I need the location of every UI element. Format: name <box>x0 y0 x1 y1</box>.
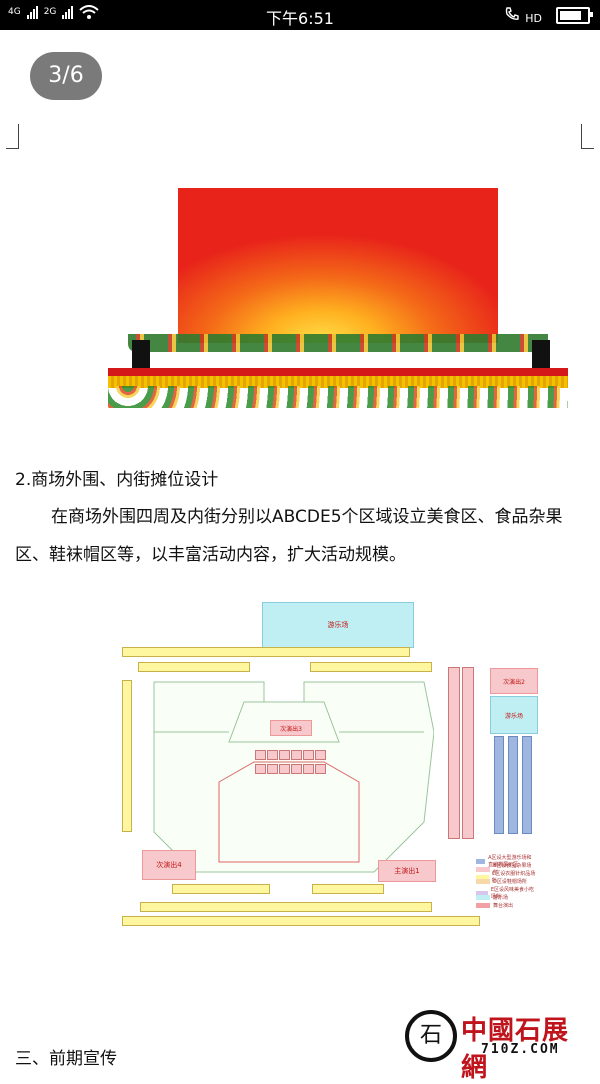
section-heading: 2.商场外围、内街摊位设计 <box>15 470 219 490</box>
stall <box>255 764 266 774</box>
network-type-2: 2G <box>43 7 57 17</box>
secondary-stage-4: 次演出4 <box>142 850 196 880</box>
booth-floor-plan: 游乐场 次演出3 次演出4 主演出1 次演出2 游乐场 A区设大型游乐场和直销棚… <box>120 602 550 932</box>
status-bar: 4G 2G 下午6:51 HD <box>0 0 600 30</box>
wifi-icon <box>79 5 100 19</box>
stall <box>267 764 278 774</box>
signal-icon-2 <box>62 5 74 19</box>
stage-flower-row <box>128 334 548 352</box>
next-section-heading: 三、前期宣传 <box>15 1049 117 1069</box>
body-paragraph: 在商场外围四周及内街分别以ABCDE5个区域设立美食区、食品杂果区、鞋袜帽区等，… <box>15 507 563 565</box>
legend-item: B区设食品杂果场所 <box>476 862 536 876</box>
stall <box>315 764 326 774</box>
legend-item: A区设大型游乐场和直销棚展示区 <box>476 854 536 868</box>
booth-column-a1 <box>494 736 504 834</box>
network-type-1: 4G <box>8 7 21 17</box>
stall <box>291 750 302 760</box>
crop-mark-right <box>581 124 594 149</box>
booth-row-lower-left <box>172 884 270 894</box>
booth-row-top-right <box>310 662 432 672</box>
stall <box>267 750 278 760</box>
legend-item: 游乐场 <box>476 894 536 901</box>
stall <box>315 750 326 760</box>
stall <box>255 750 266 760</box>
booth-column-a2 <box>508 736 518 834</box>
battery-icon <box>556 7 593 24</box>
amusement-area-right: 游乐场 <box>490 696 538 734</box>
hd-label: HD <box>525 12 542 25</box>
status-icons: HD <box>504 6 593 25</box>
booth-column-b <box>448 667 460 839</box>
stage-garland <box>108 386 568 408</box>
stall <box>303 750 314 760</box>
booth-column-b2 <box>462 667 474 839</box>
legend-item: D区设鞋帽场所 <box>476 878 536 885</box>
stall <box>291 764 302 774</box>
crop-mark-left <box>6 124 19 149</box>
amusement-area-top: 游乐场 <box>262 602 414 648</box>
stall <box>279 750 290 760</box>
logo-mark-icon: 石 <box>405 1010 457 1062</box>
stage-image <box>108 188 568 413</box>
clock: 下午6:51 <box>266 9 334 28</box>
booth-row-top <box>122 647 410 657</box>
booth-column-left <box>122 680 132 832</box>
booth-column-a3 <box>522 736 532 834</box>
mall-outline <box>153 681 434 873</box>
stage-fringe <box>108 376 568 388</box>
secondary-stage-2: 次演出2 <box>490 668 538 694</box>
logo-url: 710Z.COM <box>481 1042 560 1057</box>
stall <box>303 764 314 774</box>
booth-row-top-left <box>138 662 250 672</box>
booth-row-lower-right <box>312 884 384 894</box>
site-logo: 石 中國石展網 710Z.COM <box>405 1010 595 1083</box>
booth-row-lower <box>140 902 432 912</box>
stage-backdrop <box>178 188 498 343</box>
legend-item: C区设衣服针织品场所 <box>476 870 536 884</box>
secondary-stage-3: 次演出3 <box>270 720 312 736</box>
main-stage-1: 主演出1 <box>378 860 436 882</box>
call-hd-icon: HD <box>504 6 542 25</box>
signal-icon <box>26 5 38 19</box>
stall <box>279 764 290 774</box>
legend-item: 舞台演出 <box>476 902 536 909</box>
signal-group: 4G 2G <box>8 5 100 19</box>
legend-item: E区设风味美食小吃场所 <box>476 886 536 900</box>
booth-row-bottom <box>122 916 480 926</box>
page-indicator[interactable]: 3/6 <box>30 52 102 100</box>
